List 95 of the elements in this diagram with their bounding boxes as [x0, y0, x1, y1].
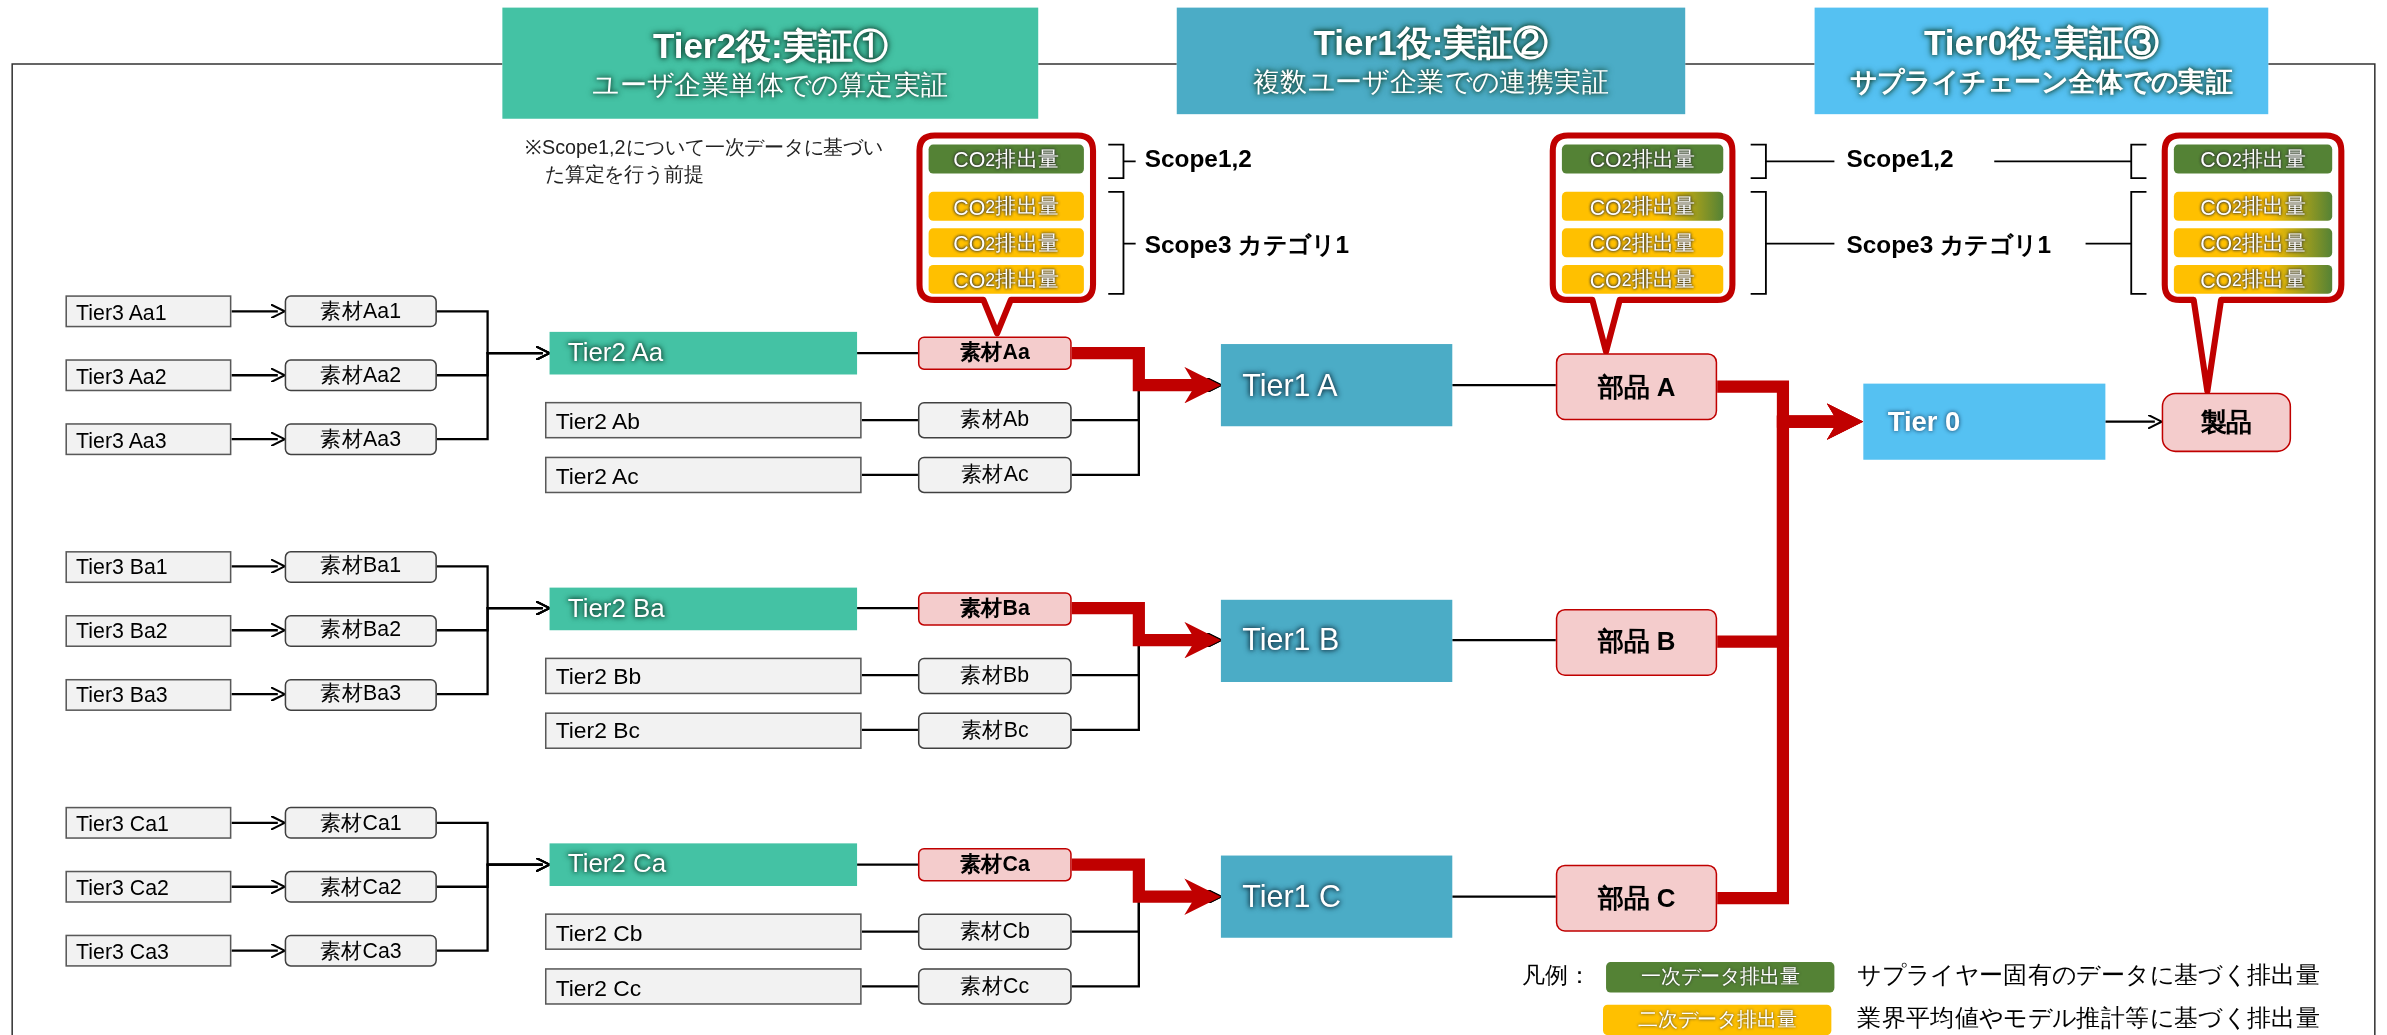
- supplier-box: Tier3 Ca2: [65, 870, 232, 903]
- material-box: 素材Ca3: [284, 934, 437, 967]
- arrow: [436, 600, 551, 696]
- header-banner: [1176, 7, 1686, 115]
- arrow: [231, 431, 286, 448]
- arrow: [231, 558, 286, 575]
- supplier-box: Tier3 Ca1: [65, 806, 232, 839]
- supplier-box: Tier2 Bc: [545, 711, 862, 749]
- connector-line: [861, 419, 918, 422]
- arrow: [231, 878, 286, 895]
- connector-line: [857, 607, 918, 610]
- supplier-box: Tier2 Cc: [545, 968, 862, 1005]
- header-banner: [1814, 7, 2269, 115]
- material-box: 素材Aa1: [284, 295, 437, 328]
- callout-bubble: [2161, 132, 2345, 393]
- supplier-box: Tier1 B: [1220, 599, 1453, 682]
- legend-text: 業界平均値やモデル推計等に基づく排出量: [1857, 1003, 2320, 1033]
- legend-text: サプライヤー固有のデータに基づく排出量: [1857, 961, 2320, 990]
- supplier-box: Tier2 Ca: [549, 843, 858, 886]
- connector-line: [861, 985, 918, 988]
- arrow: [1071, 347, 1221, 404]
- supplier-box: Tier2 Ab: [545, 401, 862, 439]
- material-box: 素材Aa2: [284, 359, 437, 392]
- connector-line: [857, 863, 918, 866]
- callout-bubble: [916, 132, 1097, 335]
- heading: Tier1役:実証②: [1313, 22, 1549, 65]
- part-box: 部品 C: [1555, 864, 1718, 932]
- material-box: 素材Ac: [917, 456, 1072, 494]
- arrow: [231, 367, 286, 384]
- scope-label: Scope3 カテゴリ1: [1144, 230, 1350, 260]
- material-box: 素材Bb: [917, 656, 1072, 694]
- legend-swatch: 二次データ排出量: [1603, 1004, 1832, 1035]
- subheading: 複数ユーザ企業での連携実証: [1252, 66, 1610, 100]
- supplier-box: Tier 0: [1863, 383, 2106, 460]
- material-box: 素材Aa: [917, 336, 1072, 370]
- connector-line: [1452, 895, 1556, 898]
- arrow: [436, 856, 551, 952]
- material-box: 素材Bc: [917, 711, 1072, 749]
- arrow: [1071, 858, 1221, 915]
- material-box: 素材Ca1: [284, 806, 437, 839]
- note-text: ※Scope1,2について一次データに基づいた算定を行う前提: [525, 134, 883, 188]
- supplier-box: Tier2 Bb: [545, 656, 862, 694]
- material-box: 素材Ba2: [284, 614, 437, 647]
- connector-line: [1452, 639, 1556, 642]
- material-box: 素材Cc: [917, 968, 1072, 1005]
- connector-line: [1452, 384, 1556, 387]
- subheading: サプライチェーン全体での実証: [1849, 66, 2234, 100]
- supplier-box: Tier2 Aa: [549, 331, 858, 375]
- arrow: [231, 814, 286, 831]
- subheading: ユーザ企業単体での算定実証: [592, 68, 949, 102]
- callout-bubble: [1549, 132, 1736, 354]
- connector-line: [861, 473, 918, 477]
- arrow: [231, 303, 286, 320]
- supplier-box: Tier1 A: [1220, 344, 1453, 427]
- arrow: [1717, 403, 1864, 905]
- connector-line: [857, 352, 918, 355]
- heading: Tier0役:実証③: [1924, 22, 2159, 65]
- header-banner: [502, 7, 1039, 119]
- material-box: 素材Ab: [917, 401, 1072, 439]
- heading: Tier2役:実証①: [652, 24, 888, 68]
- supplier-box: Tier3 Ba1: [65, 550, 232, 583]
- supplier-box: Tier3 Aa2: [65, 359, 232, 392]
- arrow: [436, 345, 551, 441]
- material-box: 素材Cb: [917, 913, 1072, 950]
- part-box: 部品 B: [1555, 608, 1718, 676]
- supplier-box: Tier3 Aa3: [65, 423, 232, 456]
- legend-title: 凡例：: [1522, 962, 1591, 990]
- scope-label: Scope1,2: [1144, 146, 1252, 174]
- product-box: 製品: [2161, 392, 2292, 453]
- supplier-box: Tier2 Cb: [545, 913, 862, 950]
- supplier-box: Tier3 Aa1: [65, 295, 232, 328]
- scope-label: Scope3 カテゴリ1: [1846, 230, 2051, 260]
- legend-swatch: 一次データ排出量: [1606, 962, 1835, 993]
- material-box: 素材Ba3: [284, 678, 437, 711]
- material-box: 素材Ba: [917, 591, 1072, 625]
- material-box: 素材Aa3: [284, 423, 437, 456]
- part-box: 部品 A: [1555, 353, 1718, 421]
- supplier-box: Tier2 Ba: [549, 586, 858, 630]
- supplier-box: Tier3 Ba2: [65, 614, 232, 647]
- material-box: 素材Ca2: [284, 870, 437, 903]
- connector-line: [861, 728, 918, 732]
- connector-line: [861, 930, 918, 933]
- connector-line: [861, 674, 918, 677]
- supplier-box: Tier2 Ac: [545, 456, 862, 494]
- arrow: [231, 622, 286, 639]
- arrow: [231, 942, 286, 959]
- arrow: [1071, 602, 1221, 659]
- arrow: [2105, 413, 2163, 430]
- scope-label: Scope1,2: [1846, 146, 1954, 174]
- supplier-box: Tier3 Ca3: [65, 934, 232, 967]
- material-box: 素材Ba1: [284, 550, 437, 583]
- material-box: 素材Ca: [917, 847, 1072, 882]
- supplier-box: Tier3 Ba3: [65, 678, 232, 711]
- arrow: [231, 686, 286, 703]
- supplier-box: Tier1 C: [1220, 855, 1453, 938]
